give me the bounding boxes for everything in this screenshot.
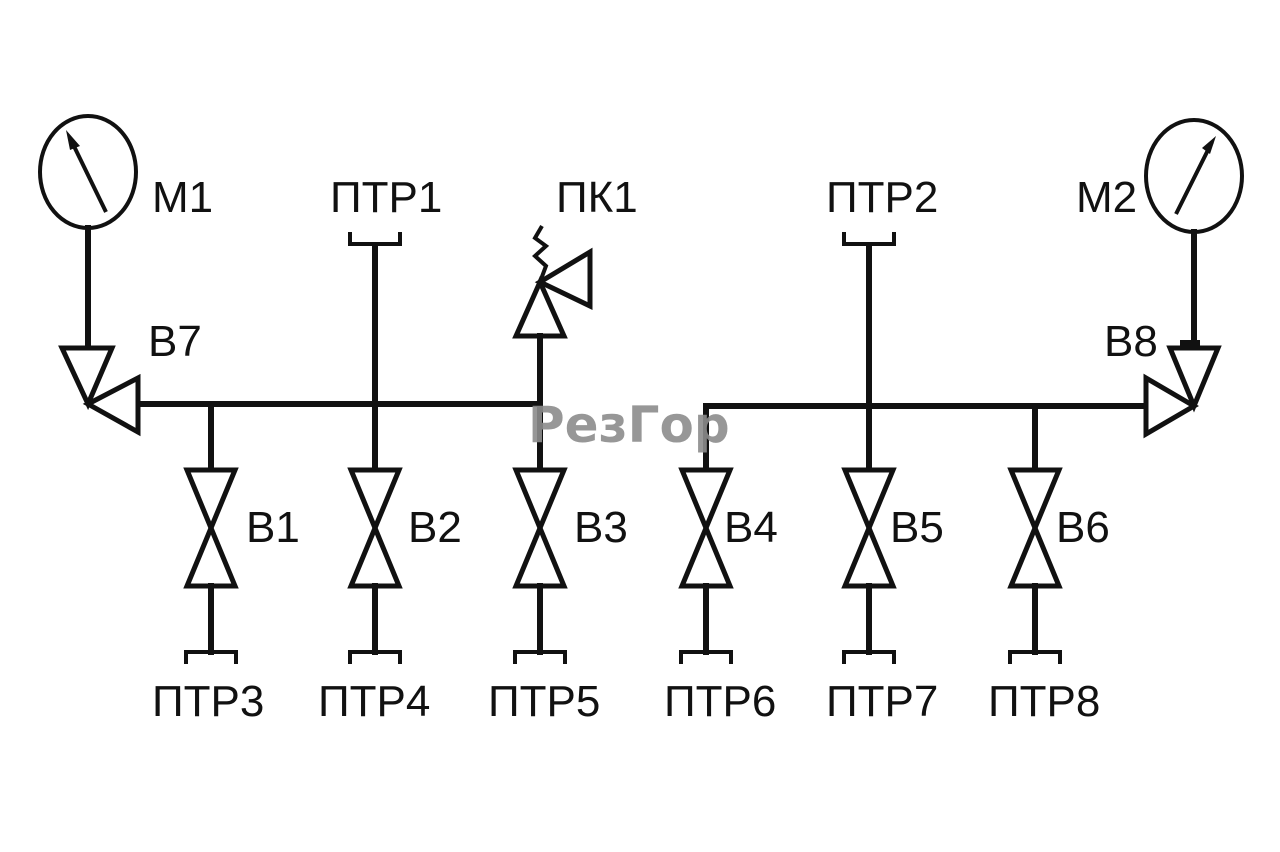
branch-b2 [347, 401, 403, 664]
label-ptr6: ПТР6 [664, 677, 776, 726]
label-m1: М1 [152, 173, 213, 222]
gauge-m2 [1144, 118, 1244, 347]
label-m2: М2 [1076, 173, 1137, 222]
label-ptr5: ПТР5 [488, 677, 600, 726]
label-b5: В5 [890, 503, 944, 552]
label-b2: В2 [408, 503, 462, 552]
branch-b4 [678, 403, 734, 664]
relief-valve-pk1 [512, 224, 593, 473]
label-b6: В6 [1056, 503, 1110, 552]
watermark: РезГор [528, 396, 730, 454]
fitting-ptr2 [842, 232, 896, 473]
label-ptr8: ПТР8 [988, 677, 1100, 726]
label-ptr3: ПТР3 [152, 677, 264, 726]
branch-b3 [512, 467, 568, 664]
label-b4: В4 [724, 503, 778, 552]
fitting-ptr1 [348, 232, 402, 407]
label-ptr4: ПТР4 [318, 677, 430, 726]
label-ptr7: ПТР7 [826, 677, 938, 726]
branch-b6 [1007, 403, 1063, 664]
branch-b5 [841, 467, 897, 664]
label-pk1: ПК1 [556, 173, 638, 222]
label-ptr1: ПТР1 [330, 173, 442, 222]
gauge-m1 [38, 114, 138, 351]
label-b1: В1 [246, 503, 300, 552]
branch-b1 [183, 401, 239, 664]
label-ptr2: ПТР2 [826, 173, 938, 222]
label-b3: В3 [574, 503, 628, 552]
label-b8: В8 [1104, 317, 1158, 366]
valve-b7 [58, 345, 141, 437]
label-b7: В7 [148, 317, 202, 366]
valve-b8 [1143, 340, 1222, 439]
